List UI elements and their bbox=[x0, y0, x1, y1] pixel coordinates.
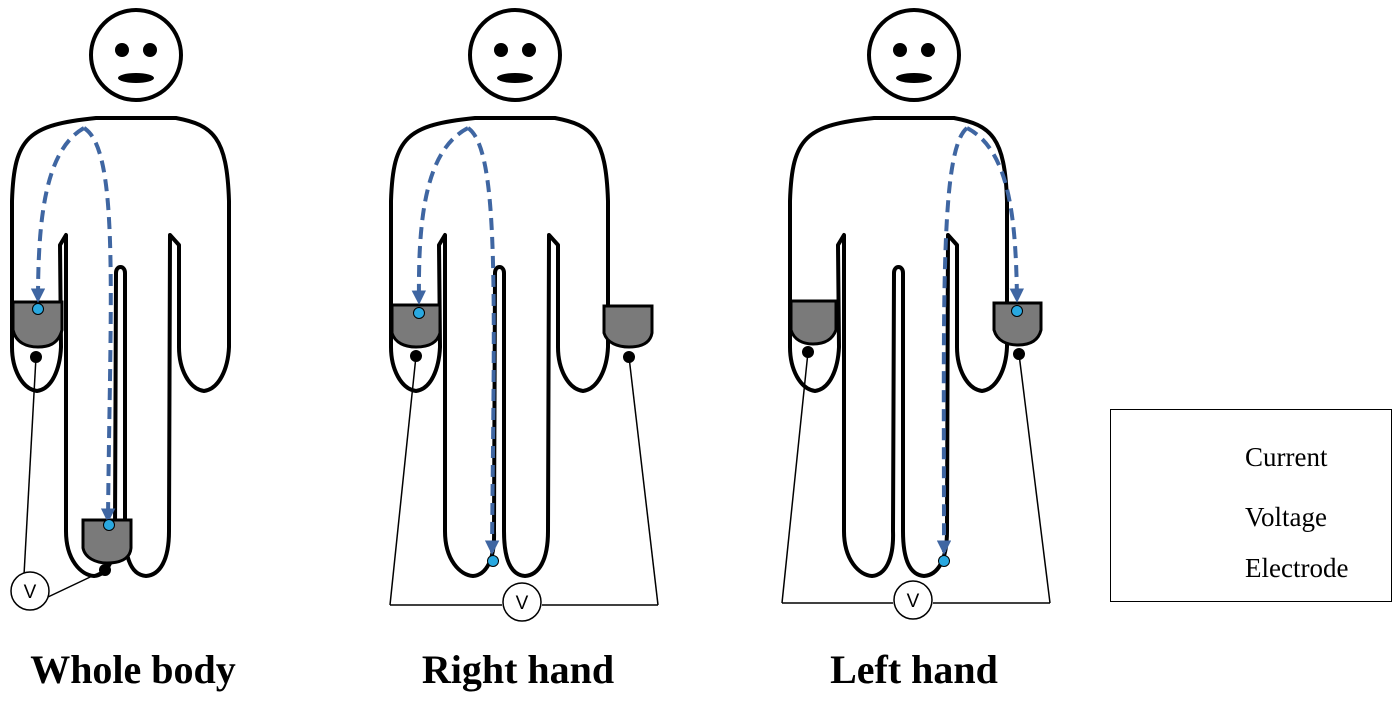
electrode-active bbox=[939, 556, 950, 567]
legend: Current Voltage Electrode bbox=[1110, 409, 1392, 602]
caption-whole-body: Whole body bbox=[15, 650, 251, 690]
legend-voltage-label: Voltage bbox=[1245, 504, 1327, 531]
figure-right-hand: V bbox=[390, 10, 658, 621]
contact-pad-left-hand bbox=[604, 306, 652, 347]
voltmeter-label: V bbox=[24, 582, 37, 603]
electrode-active bbox=[488, 556, 499, 567]
caption-right-hand: Right hand bbox=[405, 650, 631, 690]
contact-pad-right-hand bbox=[791, 301, 836, 344]
legend-current-label: Current bbox=[1245, 444, 1327, 471]
electrode-active bbox=[1012, 306, 1023, 317]
electrode-active bbox=[104, 520, 115, 531]
voltmeter-label: V bbox=[907, 591, 920, 612]
voltmeter-label: V bbox=[516, 593, 529, 614]
electrode-active bbox=[414, 308, 425, 319]
electrode-active bbox=[33, 304, 44, 315]
figure-whole-body: V bbox=[11, 10, 229, 610]
legend-electrode-label: Electrode bbox=[1245, 555, 1348, 582]
caption-left-hand: Left hand bbox=[815, 650, 1013, 690]
figure-left-hand: V bbox=[782, 10, 1050, 619]
